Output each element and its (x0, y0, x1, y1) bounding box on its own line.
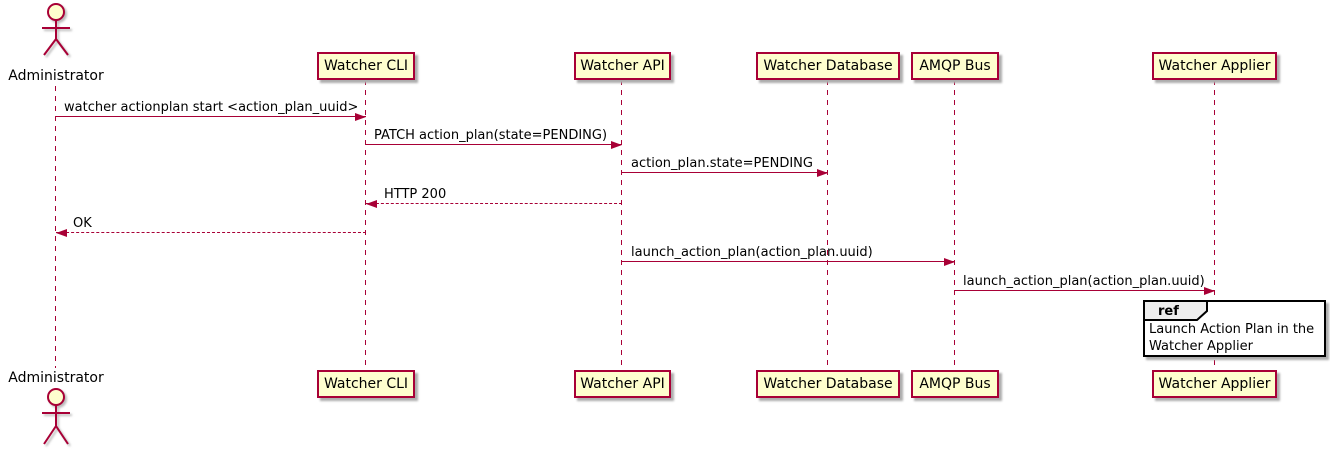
arrowhead-icon (56, 229, 67, 237)
arrowhead-icon (611, 141, 622, 149)
participant-watcher-applier-top: Watcher Applier (1152, 52, 1277, 80)
lifeline-watcher-applier (1214, 80, 1215, 370)
message-line (622, 172, 828, 173)
participant-watcher-api-top: Watcher API (574, 52, 671, 80)
lifeline-watcher-api (621, 80, 622, 370)
arrowhead-icon (944, 258, 955, 266)
participant-watcher-cli-top: Watcher CLI (317, 52, 415, 80)
arrowhead-icon (817, 169, 828, 177)
lifeline-amqp-bus (954, 80, 955, 370)
arrowhead-icon (366, 200, 377, 208)
message-label: watcher actionplan start <action_plan_uu… (64, 100, 359, 115)
message-line (622, 261, 955, 262)
participant-watcher-api-bottom: Watcher API (574, 370, 671, 398)
message-line (56, 232, 366, 233)
arrowhead-icon (355, 113, 366, 121)
message-line (56, 116, 366, 117)
message-label: action_plan.state=PENDING (631, 156, 813, 171)
participant-amqp-bus-top: AMQP Bus (911, 52, 999, 80)
participant-watcher-database-top: Watcher Database (756, 52, 900, 80)
participant-watcher-cli-bottom: Watcher CLI (317, 370, 415, 398)
actor-icon (42, 388, 70, 445)
message-line (955, 290, 1215, 291)
message-label: launch_action_plan(action_plan.uuid) (963, 274, 1205, 289)
lifeline-watcher-database (827, 80, 828, 370)
lifeline-watcher-cli (365, 80, 366, 370)
message-label: PATCH action_plan(state=PENDING) (374, 128, 608, 143)
participant-watcher-applier-bottom: Watcher Applier (1152, 370, 1277, 398)
message-line (366, 203, 622, 204)
actor-icon (42, 3, 70, 56)
message-line (366, 144, 622, 145)
actor-label-top: Administrator (8, 68, 104, 84)
message-label: launch_action_plan(action_plan.uuid) (631, 245, 873, 260)
actor-label-bottom: Administrator (8, 370, 104, 386)
ref-tab-icon (1143, 300, 1208, 321)
message-label: OK (73, 216, 92, 231)
participant-watcher-database-bottom: Watcher Database (756, 370, 900, 398)
arrowhead-icon (1204, 287, 1215, 295)
ref-keyword: ref (1158, 304, 1179, 319)
message-label: HTTP 200 (384, 187, 447, 202)
lifeline-administrator (55, 86, 56, 368)
ref-fragment: ref Launch Action Plan in the Watcher Ap… (1143, 300, 1326, 357)
ref-text: Launch Action Plan in the Watcher Applie… (1149, 322, 1315, 354)
participant-amqp-bus-bottom: AMQP Bus (911, 370, 999, 398)
